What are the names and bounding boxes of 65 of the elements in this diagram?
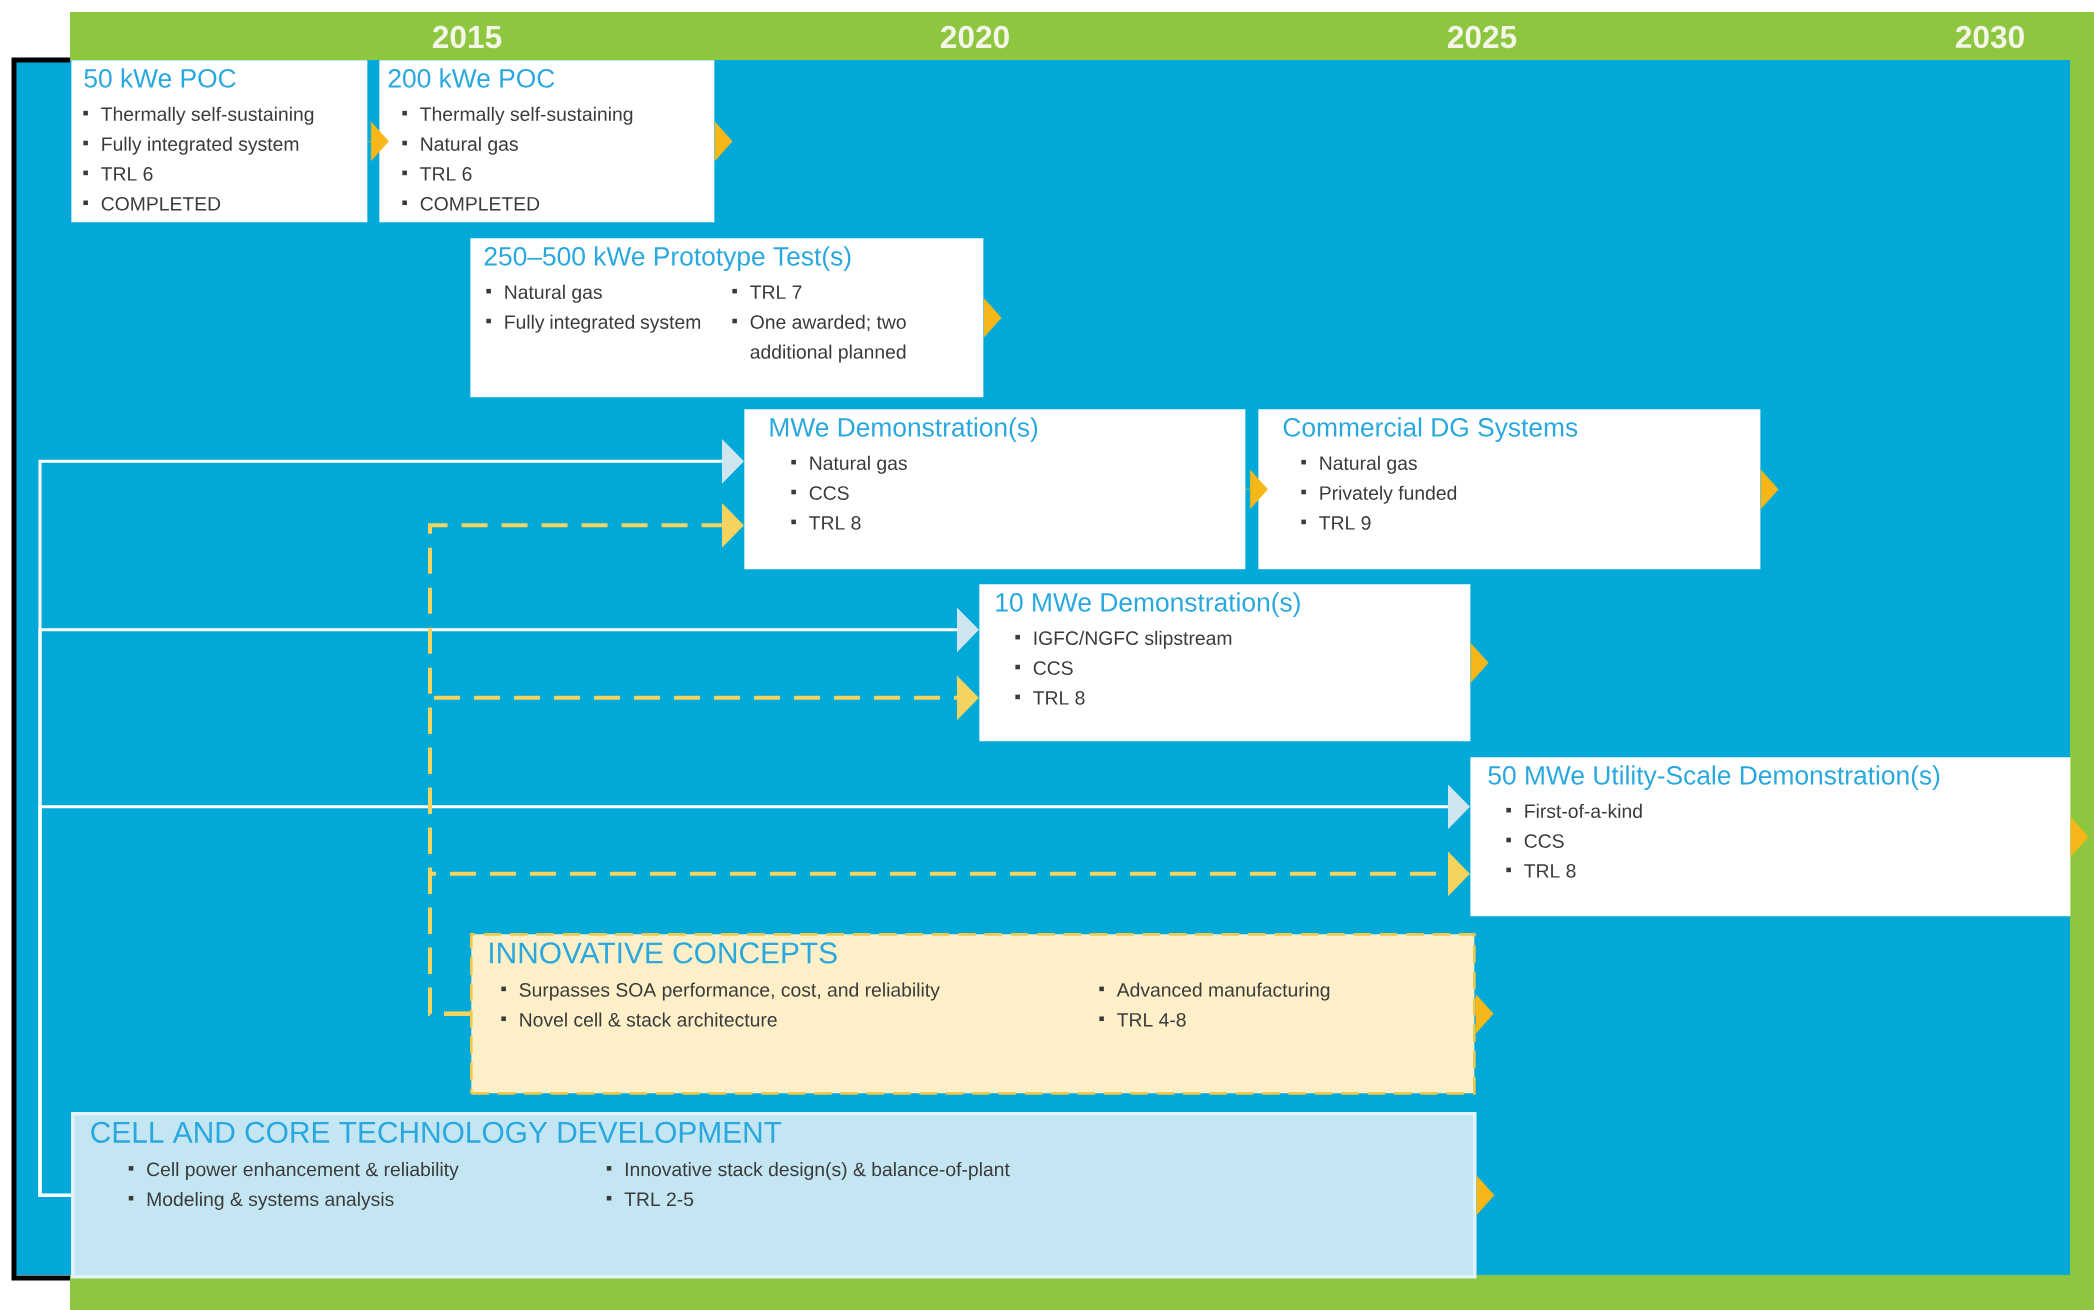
- program-box: [71, 1112, 1477, 1279]
- bullet-item: Surpasses SOA performance, cost, and reliability: [501, 982, 940, 1001]
- milestone-box: [979, 584, 1471, 742]
- bullet-item: Thermally self-sustaining: [83, 106, 314, 125]
- bullet-item: TRL 2-5: [606, 1192, 694, 1207]
- box-heading: 50 kWe POC: [84, 68, 236, 88]
- year-label: 2020: [940, 25, 1009, 49]
- bullet-item: Thermally self-sustaining: [402, 106, 633, 125]
- milestone-box: [744, 409, 1246, 570]
- concept-box: [470, 933, 1476, 1095]
- bullet-item: IGFC/NGFC slipstream: [1015, 630, 1232, 649]
- bullet-item: COMPLETED: [83, 197, 221, 211]
- chevron-arrow: [367, 121, 389, 161]
- bullet-item: Fully integrated system: [486, 314, 701, 333]
- bullet-item: CCS: [791, 486, 849, 500]
- dashed-arrow: [428, 851, 1470, 1016]
- bullet-item: COMPLETED: [402, 197, 540, 211]
- chevron-arrow: [1760, 469, 1779, 509]
- year-label: 2030: [1955, 25, 2024, 49]
- bullet-item: Natural gas: [791, 455, 907, 474]
- box-heading: CELL AND CORE TECHNOLOGY DEVELOPMENT: [91, 1121, 782, 1143]
- bullet-item: TRL 6: [83, 167, 153, 181]
- bullet-item: Modeling & systems analysis: [128, 1191, 394, 1210]
- chevron-arrow: [1245, 469, 1268, 509]
- bullet-item: Privately funded: [1301, 485, 1457, 504]
- bullet-item: TRL 8: [1015, 691, 1085, 705]
- bullet-item: TRL 8: [1506, 864, 1576, 878]
- box-heading: Commercial DG Systems: [1283, 417, 1578, 442]
- milestone-box: [379, 60, 715, 223]
- box-heading: 50 MWe Utility-Scale Demonstration(s): [1488, 765, 1940, 790]
- bullet-item: TRL 4-8: [1099, 1013, 1186, 1027]
- bullet-item: Natural gas: [402, 136, 518, 155]
- milestone-box: [1258, 409, 1761, 570]
- bullet-item: First-of-a-kind: [1506, 803, 1642, 819]
- box-heading: 250–500 kWe Prototype Test(s): [484, 246, 851, 271]
- bullet-item: Innovative stack design(s) & balance-of-plant: [606, 1162, 1010, 1180]
- arrow: [38, 784, 1470, 1197]
- bullet-item: One awarded; two additional planned: [732, 314, 906, 363]
- chevron-arrow: [983, 298, 1002, 338]
- bullet-item: Novel cell & stack architecture: [501, 1012, 777, 1027]
- box-heading: INNOVATIVE CONCEPTS: [490, 942, 837, 964]
- bullet-item: TRL 6: [402, 167, 472, 181]
- chevron-arrow: [714, 121, 733, 161]
- chevron-arrow: [1475, 994, 1494, 1034]
- bullet-item: Advanced manufacturing: [1099, 982, 1330, 1001]
- bullet-item: TRL 8: [791, 516, 861, 530]
- box-heading: MWe Demonstration(s): [770, 417, 1038, 442]
- bullet-item: Natural gas: [486, 284, 602, 303]
- box-heading: 10 MWe Demonstration(s): [996, 592, 1300, 617]
- bullet-item: Cell power enhancement & reliability: [128, 1162, 459, 1180]
- chevron-arrow: [2070, 817, 2089, 857]
- bullet-item: Natural gas: [1301, 455, 1417, 474]
- bullet-item: CCS: [1506, 834, 1564, 848]
- milestone-box: [71, 60, 368, 223]
- milestone-box: [470, 238, 984, 398]
- bullet-item: Fully integrated system: [83, 136, 299, 155]
- chevron-arrow: [1476, 1175, 1495, 1215]
- bullet-item: TRL 9: [1301, 516, 1371, 530]
- bullet-item: TRL 7: [732, 285, 802, 299]
- chevron-arrow: [1470, 643, 1489, 683]
- bullet-item: CCS: [1015, 661, 1073, 675]
- year-label: 2015: [432, 25, 502, 49]
- year-label: 2025: [1447, 25, 1517, 49]
- milestone-box: [1470, 757, 2071, 917]
- box-heading: 200 kWe POC: [388, 68, 555, 88]
